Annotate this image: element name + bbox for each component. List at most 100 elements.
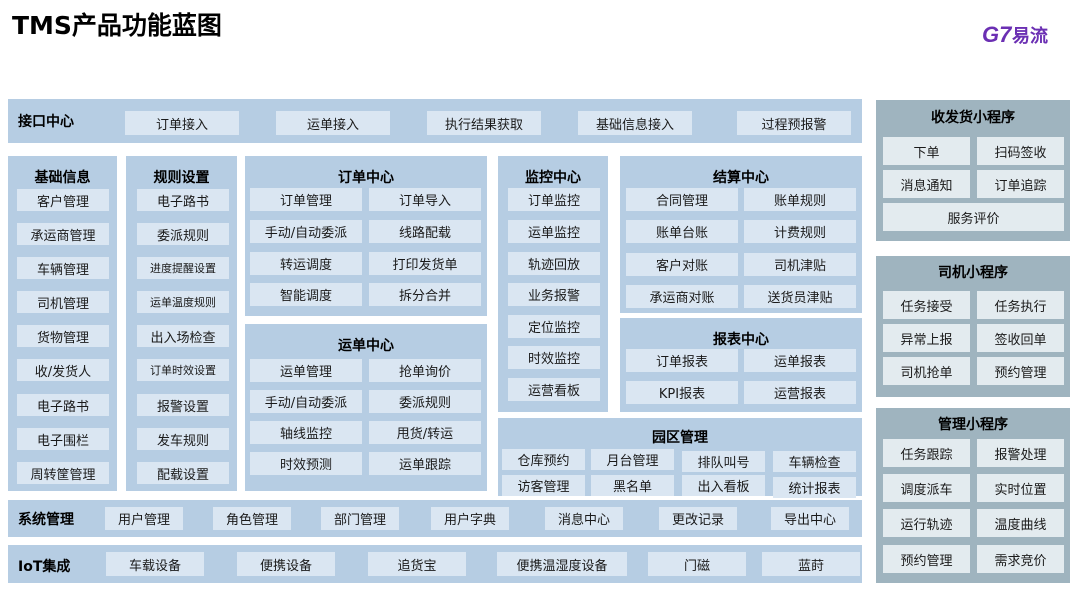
- monitor-center-item[interactable]: 时效监控: [508, 346, 600, 369]
- settlement-center-item[interactable]: 送货员津贴: [744, 285, 856, 308]
- iot-item[interactable]: 追货宝: [368, 552, 466, 576]
- management-miniapp-item[interactable]: 温度曲线: [977, 509, 1064, 537]
- management-miniapp-item[interactable]: 需求竞价: [977, 545, 1064, 573]
- settlement-center-item[interactable]: 客户对账: [626, 253, 738, 276]
- order-center-item[interactable]: 手动/自动委派: [250, 220, 362, 243]
- shipping-miniapp-item[interactable]: 下单: [883, 137, 970, 165]
- report-center-item[interactable]: 订单报表: [626, 349, 738, 372]
- driver-miniapp-item[interactable]: 异常上报: [883, 324, 970, 352]
- management-miniapp-item[interactable]: 运行轨迹: [883, 509, 970, 537]
- park-management-item[interactable]: 出入看板: [682, 475, 765, 496]
- order-center-item[interactable]: 订单管理: [250, 188, 362, 211]
- monitor-center-item[interactable]: 业务报警: [508, 283, 600, 306]
- order-center-item[interactable]: 打印发货单: [369, 252, 481, 275]
- iot-item[interactable]: 便携温湿度设备: [497, 552, 627, 576]
- rule-settings-item[interactable]: 配载设置: [137, 462, 229, 484]
- order-center-item[interactable]: 订单导入: [369, 188, 481, 211]
- iot-item[interactable]: 便携设备: [237, 552, 335, 576]
- rule-settings-item[interactable]: 报警设置: [137, 394, 229, 416]
- waybill-center-item[interactable]: 时效预测: [250, 452, 362, 475]
- system-management-item[interactable]: 角色管理: [213, 507, 291, 530]
- order-center-item[interactable]: 拆分合并: [369, 283, 481, 306]
- system-management-item[interactable]: 用户管理: [105, 507, 183, 530]
- management-miniapp-item[interactable]: 任务跟踪: [883, 439, 970, 467]
- park-management-item[interactable]: 月台管理: [591, 449, 674, 470]
- order-center-item[interactable]: 线路配载: [369, 220, 481, 243]
- report-center-item[interactable]: KPI报表: [626, 381, 738, 404]
- rule-settings-item[interactable]: 出入场检查: [137, 325, 229, 347]
- system-management-item[interactable]: 更改记录: [659, 507, 737, 530]
- driver-miniapp-item[interactable]: 司机抢单: [883, 357, 970, 385]
- park-management-item[interactable]: 访客管理: [502, 475, 585, 496]
- system-management-item[interactable]: 消息中心: [545, 507, 623, 530]
- order-center-item[interactable]: 转运调度: [250, 252, 362, 275]
- interface-item[interactable]: 过程预报警: [737, 111, 851, 135]
- basic-info-item[interactable]: 货物管理: [17, 325, 109, 347]
- management-miniapp-item[interactable]: 报警处理: [977, 439, 1064, 467]
- rule-settings-item[interactable]: 运单温度规则: [137, 291, 229, 313]
- iot-item[interactable]: 蓝莳: [762, 552, 860, 576]
- waybill-center-item[interactable]: 抢单询价: [369, 359, 481, 382]
- monitor-center-item[interactable]: 轨迹回放: [508, 252, 600, 275]
- settlement-center-item[interactable]: 账单台账: [626, 220, 738, 243]
- management-miniapp-item[interactable]: 预约管理: [883, 545, 970, 573]
- interface-item[interactable]: 基础信息接入: [578, 111, 692, 135]
- report-center-item[interactable]: 运营报表: [744, 381, 856, 404]
- management-miniapp-item[interactable]: 实时位置: [977, 474, 1064, 502]
- shipping-miniapp-item[interactable]: 消息通知: [883, 170, 970, 198]
- interface-item[interactable]: 执行结果获取: [427, 111, 541, 135]
- shipping-miniapp-item[interactable]: 订单追踪: [977, 170, 1064, 198]
- monitor-center-title: 监控中心: [525, 170, 581, 186]
- driver-miniapp-item[interactable]: 签收回单: [977, 324, 1064, 352]
- iot-item[interactable]: 车载设备: [106, 552, 204, 576]
- waybill-center-item[interactable]: 轴线监控: [250, 421, 362, 444]
- settlement-center-item[interactable]: 账单规则: [744, 188, 856, 211]
- waybill-center-item[interactable]: 委派规则: [369, 390, 481, 413]
- waybill-center-item[interactable]: 运单管理: [250, 359, 362, 382]
- monitor-center-item[interactable]: 运单监控: [508, 220, 600, 243]
- interface-item[interactable]: 运单接入: [276, 111, 390, 135]
- rule-settings-item[interactable]: 委派规则: [137, 223, 229, 245]
- basic-info-item[interactable]: 周转筐管理: [17, 462, 109, 484]
- settlement-center-item[interactable]: 司机津贴: [744, 253, 856, 276]
- basic-info-item[interactable]: 电子围栏: [17, 428, 109, 450]
- management-miniapp-item[interactable]: 调度派车: [883, 474, 970, 502]
- monitor-center-item[interactable]: 运营看板: [508, 378, 600, 401]
- park-management-item[interactable]: 车辆检查: [773, 451, 856, 472]
- iot-item[interactable]: 门磁: [648, 552, 746, 576]
- monitor-center-item[interactable]: 订单监控: [508, 188, 600, 211]
- basic-info-item[interactable]: 司机管理: [17, 291, 109, 313]
- basic-info-item[interactable]: 客户管理: [17, 189, 109, 211]
- basic-info-item[interactable]: 电子路书: [17, 394, 109, 416]
- rule-settings-item[interactable]: 进度提醒设置: [137, 257, 229, 279]
- basic-info-item[interactable]: 收/发货人: [17, 359, 109, 381]
- monitor-center-item[interactable]: 定位监控: [508, 315, 600, 338]
- settlement-center-item[interactable]: 合同管理: [626, 188, 738, 211]
- rule-settings-item[interactable]: 发车规则: [137, 428, 229, 450]
- basic-info-item[interactable]: 承运商管理: [17, 223, 109, 245]
- report-center-item[interactable]: 运单报表: [744, 349, 856, 372]
- driver-miniapp-item[interactable]: 任务接受: [883, 291, 970, 319]
- waybill-center-item[interactable]: 手动/自动委派: [250, 390, 362, 413]
- shipping-miniapp-item[interactable]: 服务评价: [883, 203, 1064, 231]
- waybill-center-item[interactable]: 甩货/转运: [369, 421, 481, 444]
- waybill-center-item[interactable]: 运单跟踪: [369, 452, 481, 475]
- order-center-item[interactable]: 智能调度: [250, 283, 362, 306]
- basic-info-item[interactable]: 车辆管理: [17, 257, 109, 279]
- park-management-item[interactable]: 排队叫号: [682, 451, 765, 472]
- driver-miniapp-item[interactable]: 预约管理: [977, 357, 1064, 385]
- park-management-item[interactable]: 黑名单: [591, 475, 674, 496]
- rule-settings-item[interactable]: 电子路书: [137, 189, 229, 211]
- driver-miniapp-item[interactable]: 任务执行: [977, 291, 1064, 319]
- interface-item[interactable]: 订单接入: [125, 111, 239, 135]
- shipping-miniapp-item[interactable]: 扫码签收: [977, 137, 1064, 165]
- park-management-item[interactable]: 仓库预约: [502, 449, 585, 470]
- system-management-item[interactable]: 导出中心: [771, 507, 849, 530]
- system-management-item[interactable]: 部门管理: [321, 507, 399, 530]
- svg-text:易流: 易流: [1012, 25, 1048, 47]
- settlement-center-item[interactable]: 承运商对账: [626, 285, 738, 308]
- park-management-item[interactable]: 统计报表: [773, 477, 856, 498]
- system-management-item[interactable]: 用户字典: [431, 507, 509, 530]
- rule-settings-item[interactable]: 订单时效设置: [137, 359, 229, 381]
- settlement-center-item[interactable]: 计费规则: [744, 220, 856, 243]
